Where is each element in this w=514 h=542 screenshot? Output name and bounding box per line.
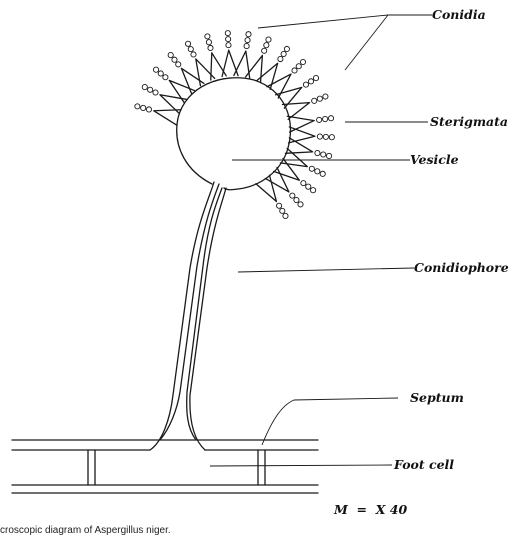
conidium xyxy=(317,96,322,101)
conidium xyxy=(226,43,231,48)
conidium xyxy=(323,134,328,139)
conidiophore xyxy=(150,182,226,450)
conidium xyxy=(281,51,286,56)
conidium xyxy=(185,41,190,46)
conidium xyxy=(226,37,231,42)
conidium xyxy=(313,75,318,80)
magnification-label: M = X 40 xyxy=(333,502,407,517)
conidium xyxy=(298,202,303,207)
hypha xyxy=(12,440,318,493)
label-sterigmata: Sterigmata xyxy=(430,114,508,129)
conidium xyxy=(300,59,305,64)
conidium xyxy=(312,98,317,103)
sterigma xyxy=(287,116,314,132)
conidium xyxy=(153,90,158,95)
conidium xyxy=(135,104,140,109)
leader-lines xyxy=(210,15,432,466)
conidium xyxy=(309,166,314,171)
conidium xyxy=(315,150,320,155)
conidium xyxy=(163,75,168,80)
conidium xyxy=(320,171,325,176)
septum xyxy=(88,450,265,485)
conidium xyxy=(326,153,331,158)
label-conidia: Conidia xyxy=(432,7,486,22)
conidium xyxy=(158,71,163,76)
label-septum: Septum xyxy=(410,390,464,405)
vesicle xyxy=(177,78,291,190)
conidium xyxy=(146,107,151,112)
conidium xyxy=(290,193,295,198)
conidium xyxy=(191,52,196,57)
conidium xyxy=(266,37,271,42)
conidium xyxy=(323,94,328,99)
sterigma xyxy=(289,127,315,143)
conidium xyxy=(206,40,211,45)
conidium xyxy=(264,43,269,48)
conidium xyxy=(329,135,334,140)
conidium xyxy=(142,84,147,89)
conidium xyxy=(308,79,313,84)
label-vesicle: Vesicle xyxy=(410,152,459,167)
conidium xyxy=(262,48,267,53)
conidium xyxy=(296,64,301,69)
conidium xyxy=(306,184,311,189)
conidium xyxy=(205,34,210,39)
conidium xyxy=(284,46,289,51)
conidium xyxy=(141,105,146,110)
conidium xyxy=(225,31,230,36)
sterigmata-and-conidia xyxy=(135,31,335,219)
figure-caption: croscopic diagram of Aspergillus niger. xyxy=(0,525,514,536)
conidium xyxy=(244,43,249,48)
conidium xyxy=(172,57,177,62)
conidium xyxy=(168,52,173,57)
conidium xyxy=(303,82,308,87)
conidium xyxy=(283,213,288,218)
label-conidiophore: Conidiophore xyxy=(414,260,509,275)
conidium xyxy=(245,38,250,43)
conidium xyxy=(278,56,283,61)
conidium xyxy=(317,134,322,139)
conidium xyxy=(292,68,297,73)
conidium xyxy=(277,203,282,208)
sterigma xyxy=(265,167,289,191)
conidium xyxy=(148,87,153,92)
conidium xyxy=(322,116,327,121)
conidium xyxy=(321,152,326,157)
conidium xyxy=(153,67,158,72)
conidium xyxy=(208,45,213,50)
conidium xyxy=(328,116,333,121)
conidium xyxy=(294,197,299,202)
conidium xyxy=(188,47,193,52)
conidium xyxy=(280,208,285,213)
conidium xyxy=(317,117,322,122)
conidium xyxy=(315,169,320,174)
conidium xyxy=(176,62,181,67)
label-foot-cell: Foot cell xyxy=(393,457,454,472)
conidium xyxy=(301,181,306,186)
conidium xyxy=(310,188,315,193)
conidium xyxy=(246,32,251,37)
